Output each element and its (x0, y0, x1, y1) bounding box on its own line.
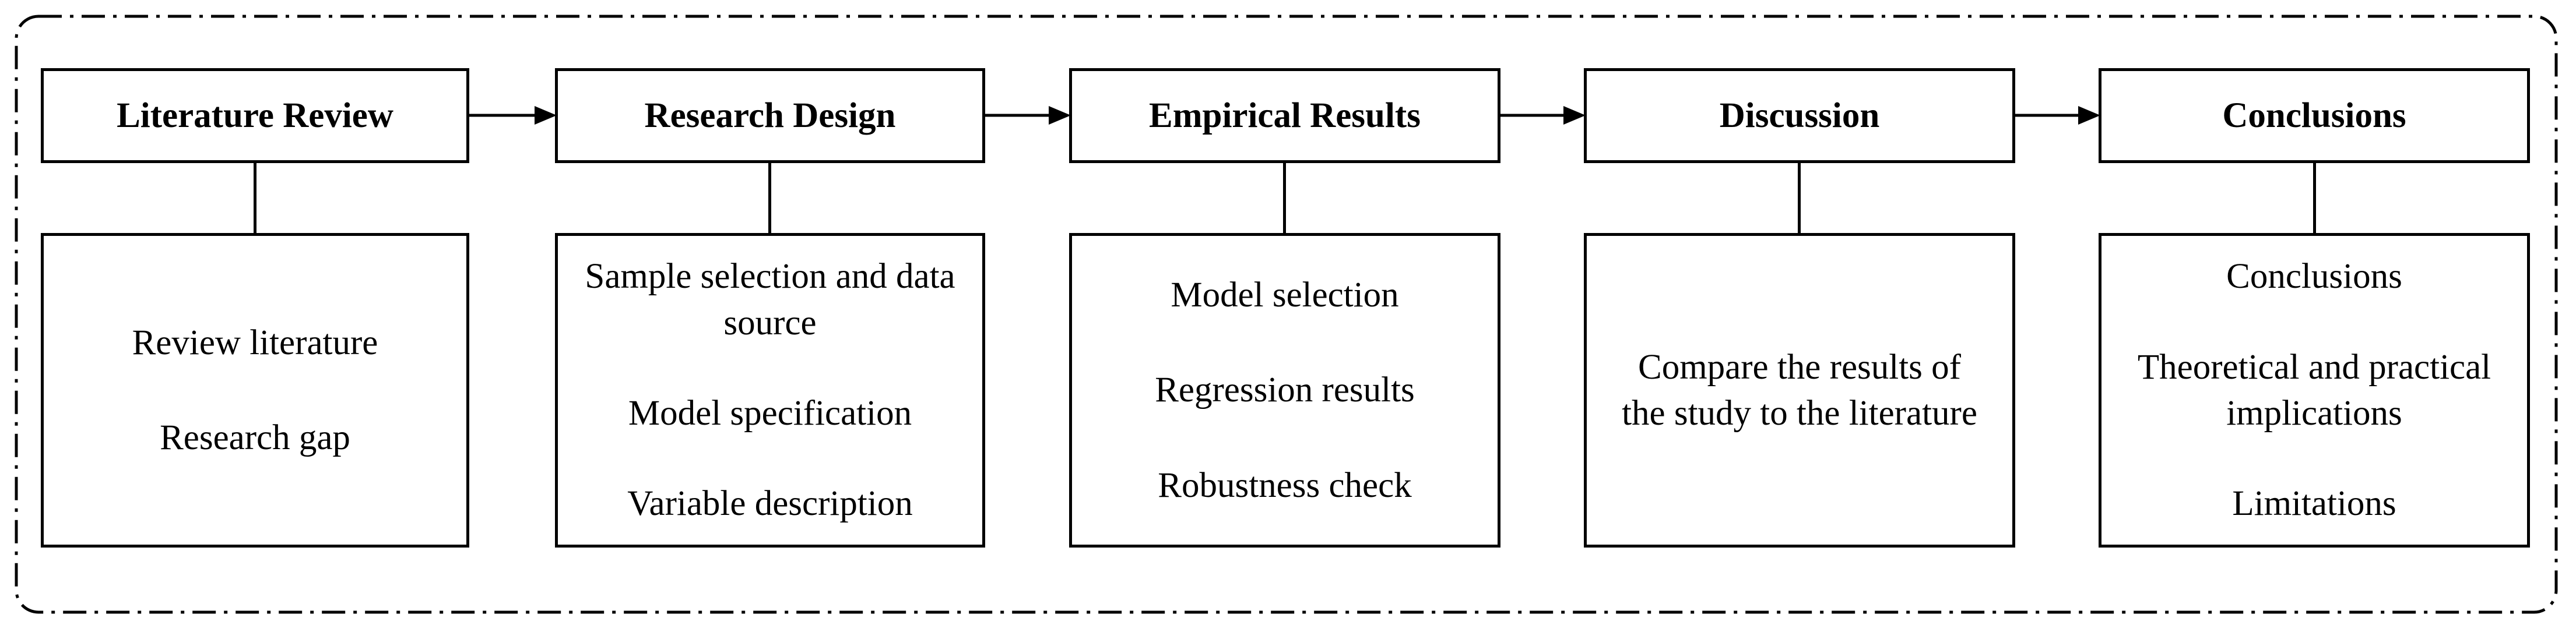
stage-5-item-1: Conclusions (2226, 257, 2402, 296)
stage-1-connector (254, 163, 256, 234)
stage-5-title: Conclusions (2222, 96, 2406, 135)
arrow-3-to-4 (1500, 106, 1586, 125)
stage-2-title-box: Research Design (555, 68, 985, 163)
stage-5-title-box: Conclusions (2099, 68, 2530, 163)
stage-3-connector (1283, 163, 1286, 234)
stage-5-connector (2313, 163, 2316, 234)
stage-3-item-1: Model selection (1171, 276, 1399, 315)
stage-2-connector (768, 163, 771, 234)
dash-dot-frame (14, 14, 2559, 615)
stage-3-content-box: Model selection Regression results Robus… (1069, 233, 1500, 548)
stage-1-content-box: Review literature Research gap (41, 233, 469, 548)
arrow-2-to-3 (985, 106, 1071, 125)
stage-1-title: Literature Review (117, 96, 393, 135)
stage-2-item-1: Sample selection and data source (585, 257, 955, 343)
stage-5-item-3: Limitations (2232, 484, 2396, 524)
stage-1-title-box: Literature Review (41, 68, 469, 163)
stage-4-connector (1798, 163, 1801, 234)
stage-3-item-3: Robustness check (1158, 465, 1412, 505)
stage-2-title: Research Design (644, 96, 896, 135)
stage-5-item-2: Theoretical and practical implications (2137, 347, 2491, 433)
arrow-4-to-5 (2015, 106, 2100, 125)
stage-3-title: Empirical Results (1149, 96, 1421, 135)
stage-1-item-2: Research gap (160, 418, 350, 457)
stage-4-content-box: Compare the results of the study to the … (1584, 233, 2015, 548)
stage-3-title-box: Empirical Results (1069, 68, 1500, 163)
stage-2-item-2: Model specification (628, 394, 912, 433)
stage-2-item-3: Variable description (627, 484, 913, 524)
stage-3-item-2: Regression results (1155, 370, 1415, 410)
frame-border (15, 15, 2558, 614)
stage-5-content-box: Conclusions Theoretical and practical im… (2099, 233, 2530, 548)
stage-4-item-1: Compare the results of the study to the … (1622, 347, 1977, 433)
stage-4-title-box: Discussion (1584, 68, 2015, 163)
stage-2-content-box: Sample selection and data source Model s… (555, 233, 985, 548)
arrow-1-to-2 (469, 106, 557, 125)
stage-4-title: Discussion (1719, 96, 1880, 135)
stage-1-item-1: Review literature (132, 323, 378, 362)
